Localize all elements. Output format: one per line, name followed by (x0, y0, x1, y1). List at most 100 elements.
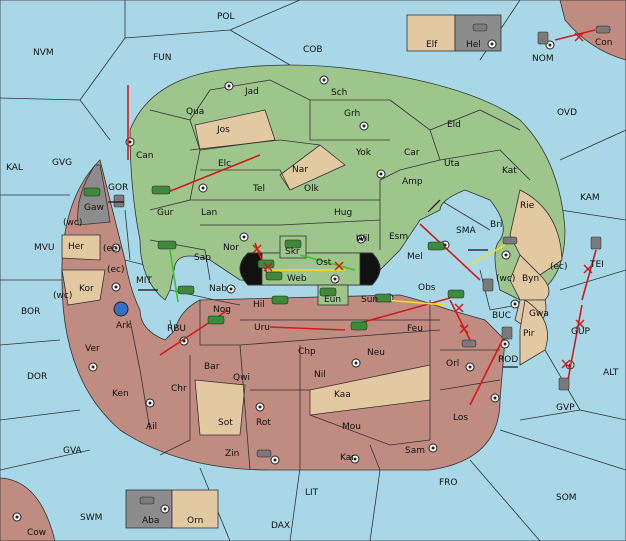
fleet-unit-Con (595, 25, 611, 34)
army-unit-Eun (319, 287, 337, 297)
label-wc-3: (wc) (496, 274, 515, 284)
label-OVD: OVD (557, 108, 577, 118)
territory-Jos[interactable] (194, 109, 276, 151)
label-DAX: DAX (271, 521, 290, 531)
label-ec-2: (ec) (107, 265, 125, 275)
territory-Kor[interactable] (61, 269, 106, 306)
label-TEI: TEI (589, 260, 604, 270)
label-Wil: Wil (356, 234, 370, 244)
army-unit-Nab (177, 285, 195, 295)
label-Ost: Ost (316, 258, 332, 268)
label-ec-3: (ec) (550, 262, 568, 272)
label-COB: COB (303, 45, 323, 55)
fleet-unit-GVP (558, 377, 570, 391)
label-Ken: Ken (112, 389, 129, 399)
label-Chp: Chp (298, 347, 316, 357)
army-unit-Sun (374, 293, 392, 303)
territory-Her[interactable] (61, 234, 101, 261)
label-Los: Los (453, 413, 468, 423)
label-Mou: Mou (342, 422, 361, 432)
territory-Orn[interactable] (171, 489, 219, 529)
label-MVU: MVU (34, 243, 55, 253)
label-Her: Her (68, 242, 84, 252)
supply-centers (12, 39, 575, 522)
failed-order-marks (252, 32, 593, 369)
label-GVP: GVP (556, 403, 575, 413)
label-ALT: ALT (603, 368, 619, 378)
label-Olk: Olk (304, 184, 320, 194)
label-KAM: KAM (580, 193, 600, 203)
label-MIT: MIT (136, 276, 152, 286)
label-Kor: Kor (79, 284, 94, 294)
label-Kat: Kat (502, 166, 517, 176)
label-Uta: Uta (444, 159, 460, 169)
label-Sun: Sun (361, 295, 378, 305)
label-Kaa: Kaa (334, 390, 351, 400)
label-Amp: Amp (402, 177, 423, 187)
label-POL: POL (217, 12, 235, 22)
label-Jos: Jos (216, 125, 230, 135)
territory-Pir[interactable] (519, 299, 548, 366)
army-unit-Nog (207, 315, 225, 325)
army-unit-Hil (271, 295, 289, 305)
army-unit-Gur (151, 185, 171, 195)
label-Sot: Sot (218, 418, 233, 428)
label-Gur: Gur (157, 208, 174, 218)
territory-Sot[interactable] (194, 379, 246, 436)
label-Tel: Tel (252, 184, 265, 194)
fleet-unit-Bri (502, 236, 518, 245)
label-Can: Can (136, 151, 154, 161)
label-Ail: Ail (146, 422, 157, 432)
link-arrows (108, 199, 518, 368)
label-Nog: Nog (213, 305, 231, 315)
fleet-unit-TEI (590, 236, 602, 250)
label-Rie: Rie (520, 201, 535, 211)
label-Qua: Qua (186, 107, 204, 117)
label-LIT: LIT (305, 488, 319, 498)
blue-fleet-Ark (113, 301, 129, 317)
army-unit-Obs (447, 289, 465, 299)
label-SOM: SOM (556, 493, 577, 503)
label-RBU: RBU (167, 324, 186, 334)
orders (127, 29, 597, 406)
label-FUN: FUN (153, 53, 172, 63)
label-Esm: Esm (389, 232, 408, 242)
label-Sam: Sam (405, 446, 425, 456)
label-GVG: GVG (52, 158, 72, 168)
label-Zin: Zin (225, 449, 239, 459)
label-NOM: NOM (532, 54, 554, 64)
label-Mel: Mel (407, 252, 423, 262)
label-Hel: Hel (466, 40, 481, 50)
label-Eun: Eun (324, 295, 341, 305)
label-Nar: Nar (292, 165, 308, 175)
label-Web: Web (287, 274, 307, 284)
label-Nil: Nil (314, 370, 326, 380)
label-Ver: Ver (85, 344, 100, 354)
label-Lan: Lan (201, 208, 217, 218)
army-unit-Mel (427, 241, 445, 251)
label-KAL: KAL (6, 163, 23, 173)
fleet-unit-ROD (501, 326, 513, 340)
label-Con: Con (595, 38, 613, 48)
label-Nab: Nab (209, 284, 227, 294)
label-BOR: BOR (21, 307, 40, 317)
label-Sch: Sch (331, 88, 347, 98)
army-unit-Skr (284, 239, 302, 249)
label-Skr: Skr (285, 247, 300, 257)
label-Feu: Feu (407, 324, 423, 334)
fleet-unit-Hel (472, 23, 488, 32)
army-unit-Uru (350, 321, 368, 331)
territory-Elf[interactable] (406, 14, 456, 52)
label-Elf: Elf (426, 40, 438, 50)
territory-Nar[interactable] (279, 144, 346, 191)
label-Gwa: Gwa (529, 309, 549, 319)
fleet-unit-Aba (139, 496, 155, 505)
label-GUP: GUP (571, 327, 591, 337)
label-Rot: Rot (256, 418, 271, 428)
label-Kar: Kar (340, 453, 355, 463)
label-Aba: Aba (142, 516, 159, 526)
fleet-unit-NOM (537, 31, 549, 45)
label-Hug: Hug (334, 208, 352, 218)
label-Chr: Chr (171, 384, 187, 394)
label-Elc: Elc (218, 159, 231, 169)
